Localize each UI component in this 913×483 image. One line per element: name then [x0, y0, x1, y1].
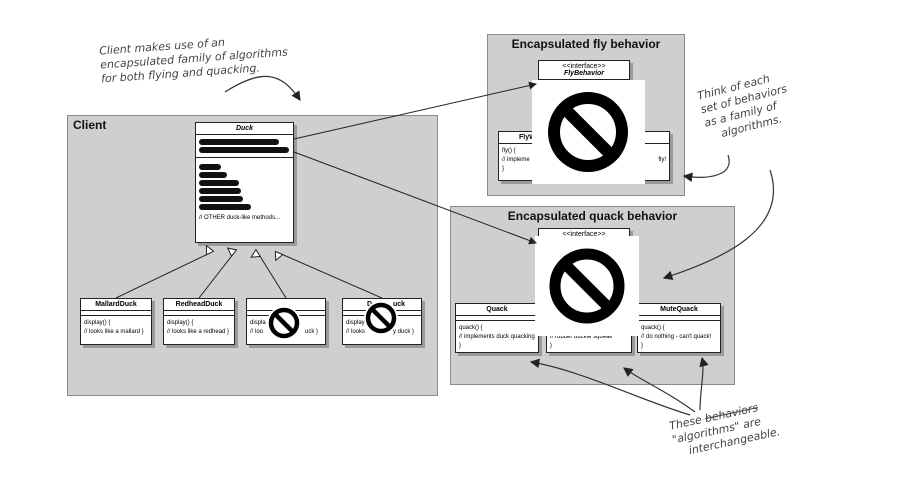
quack-close: } — [459, 343, 462, 349]
prohibited-icon — [364, 301, 398, 335]
prohibited-icon — [267, 306, 301, 340]
fly-panel-title: Encapsulated fly behavior — [511, 37, 661, 51]
flybehavior-name: FlyBehavior — [563, 70, 605, 77]
squeak-close: } — [550, 343, 553, 349]
duck-class: Duck // OTHER duck-like methods... — [195, 122, 294, 243]
decoy-duck-method: display — [346, 320, 365, 326]
hidden-duck-body: displa // loo uck } — [247, 316, 325, 340]
quack-method: quack() { — [459, 325, 483, 331]
flynoway-body: fly! — [601, 144, 669, 168]
redacted-method — [199, 188, 241, 194]
duck-fields — [196, 135, 293, 158]
quack-body: quack() { // implements duck quacking } — [456, 321, 538, 354]
redheadduck-class-name: RedheadDuck — [164, 299, 234, 311]
hand-arrow — [682, 154, 730, 183]
squeak-body: // rubber duckie squeak } — [547, 321, 631, 354]
hidden-duck-comment: // loo — [250, 329, 264, 335]
prohibited-icon — [548, 92, 628, 172]
redacted-method — [199, 172, 227, 178]
hidden-duck-method: displa — [250, 320, 266, 326]
decoy-duck-comment: // looks — [346, 329, 366, 335]
mutequack-comment: // do nothing - can't quack! — [641, 334, 712, 340]
redacted-method — [199, 204, 251, 210]
decoy-duck-body: display // looks y duck } — [343, 316, 421, 340]
quack-fields — [456, 316, 538, 321]
redheadduck-method: display() { — [167, 320, 194, 326]
hidden-duck-comment-tail: uck } — [305, 329, 319, 335]
duck-other-methods: // OTHER duck-like methods... — [199, 215, 281, 221]
redacted-field — [199, 139, 279, 145]
redheadduck-fields — [164, 311, 234, 316]
redacted-method — [199, 180, 239, 186]
mallardduck-class-name: MallardDuck — [81, 299, 151, 311]
mutequack-class-name: MuteQuack — [638, 304, 720, 316]
flywithwings-method: fly() { — [502, 148, 516, 154]
quack-class-name: Quack — [456, 304, 538, 316]
redacted-method — [199, 164, 221, 170]
squeak-comment: // rubber duckie squeak — [550, 334, 613, 340]
mallardduck-comment: // looks like a mallard } — [84, 329, 144, 335]
quackbehavior-stereotype: <<interface>> — [562, 231, 606, 238]
quack-class: Quack quack() { // implements duck quack… — [455, 303, 539, 353]
duck-methods: // OTHER duck-like methods... — [196, 158, 293, 225]
mutequack-close: } — [641, 343, 644, 349]
decoy-duck-comment-tail: y duck } — [393, 329, 415, 335]
redheadduck-class: RedheadDuck display() { // looks like a … — [163, 298, 235, 345]
redheadduck-comment: // looks like a redhead } — [167, 329, 230, 335]
mallardduck-class: MallardDuck display() { // looks like a … — [80, 298, 152, 345]
prohibited-icon — [535, 236, 639, 336]
mutequack-method: quack() { — [641, 325, 665, 331]
interchangeable-note: These behaviors "algorithms" are interch… — [668, 398, 782, 461]
client-note: Client makes use of an encapsulated fami… — [99, 31, 289, 86]
quack-panel-title: Encapsulated quack behavior — [507, 209, 678, 223]
hand-arrow — [224, 75, 301, 101]
duck-class-name: Duck — [235, 125, 254, 132]
prohibited-icon — [363, 300, 399, 336]
redheadduck-body: display() { // looks like a redhead } — [164, 316, 234, 340]
family-note: Think of each set of behaviors as a fami… — [696, 69, 795, 145]
quack-comment: // implements duck quacking — [459, 334, 535, 340]
mallardduck-fields — [81, 311, 151, 316]
flybehavior-stereotype: <<interface>> — [562, 63, 606, 70]
mutequack-class: MuteQuack quack() { // do nothing - can'… — [637, 303, 721, 353]
client-panel-title: Client — [73, 118, 107, 132]
mutequack-body: quack() { // do nothing - can't quack! } — [638, 321, 720, 354]
redacted-method — [199, 196, 243, 202]
decoy-duck-class-name-tail: uck — [393, 301, 406, 308]
duck-class-header: Duck — [196, 123, 293, 135]
prohibited-icon — [549, 248, 625, 324]
mallardduck-method: display() { — [84, 320, 111, 326]
prohibited-icon — [532, 80, 645, 184]
decoy-duck-class-name: D — [367, 301, 373, 308]
flybehavior-interface-header: <<interface>> FlyBehavior — [539, 61, 629, 80]
mutequack-fields — [638, 316, 720, 321]
redacted-field — [199, 147, 289, 153]
flynoway-fragment: fly! — [658, 157, 666, 163]
mallardduck-body: display() { // looks like a mallard } — [81, 316, 151, 340]
prohibited-icon — [266, 305, 302, 341]
